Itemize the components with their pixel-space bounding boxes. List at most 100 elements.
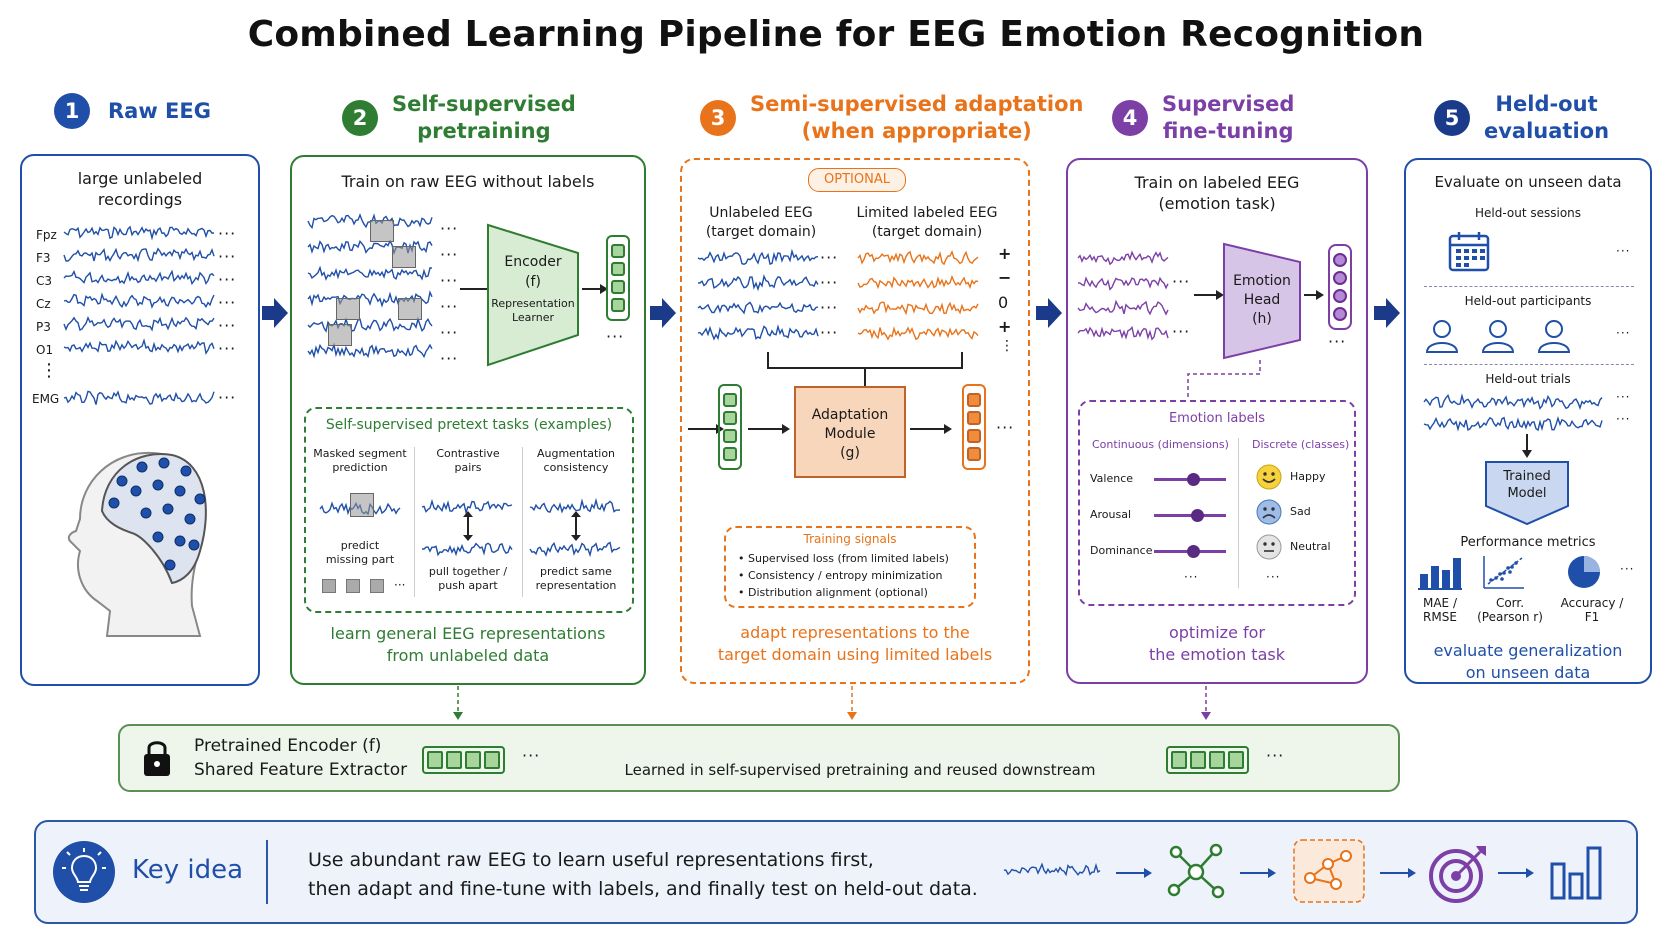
emotion-labels-title: Emotion labels	[1168, 411, 1266, 426]
pie-chart-icon	[1568, 556, 1600, 588]
stage-arrow-icon	[262, 298, 288, 328]
raw-eeg-traces	[63, 225, 215, 405]
adaptation-module-label: Adaptation Module (g)	[811, 407, 889, 461]
double-arrow-icon	[463, 511, 473, 541]
shared-encoder-bar: Pretrained Encoder (f) Shared Feature Ex…	[118, 724, 1400, 792]
stage-header-5: 5 Held-out evaluation	[1434, 91, 1609, 145]
augmentation-traces	[529, 497, 621, 558]
encoder-title: Encoder	[504, 254, 562, 270]
arrow-icon	[1194, 290, 1224, 300]
slider-knob	[1187, 545, 1201, 558]
eeg-trace-line	[63, 315, 215, 332]
feature-vector-horizontal	[1166, 746, 1249, 774]
adapted-vector	[962, 384, 986, 470]
dimension-slider	[1154, 509, 1226, 522]
eeg-trace-line	[1077, 276, 1169, 291]
ellipsis: ···	[1616, 326, 1631, 340]
shared-encoder-note: Learned in self-supervised pretraining a…	[624, 761, 1096, 779]
eeg-trace-line	[1077, 325, 1169, 341]
eval-footer: evaluate generalization on unseen data	[1433, 641, 1623, 682]
class-label: Neutral	[1290, 540, 1331, 553]
ellipsis: ···	[1616, 244, 1631, 258]
class-label: Sad	[1290, 505, 1311, 518]
head-eeg-cap-icon	[67, 451, 207, 637]
eeg-trace-line	[1077, 250, 1169, 266]
eeg-trace-line	[63, 269, 215, 286]
training-signal-item: • Consistency / entropy minimization	[738, 569, 943, 582]
eeg-trace-line	[63, 225, 215, 241]
key-idea-label: Key idea	[132, 855, 244, 885]
ellipsis: ···	[440, 245, 459, 264]
ellipsis: ···	[218, 316, 237, 335]
label-sign-more: ⋮	[1000, 338, 1014, 354]
stage-title-5: Held-out evaluation	[1484, 92, 1610, 143]
stage-arrow-icon	[1036, 298, 1062, 328]
class-label: Happy	[1290, 470, 1326, 483]
held-out-sessions-label: Held-out sessions	[1474, 206, 1582, 220]
mask-box	[328, 324, 352, 346]
metric-label: Corr. (Pearson r)	[1477, 596, 1543, 624]
happy-face-icon	[1256, 464, 1282, 490]
adaptation-module	[794, 386, 906, 478]
stage-title-4: Supervised fine-tuning	[1162, 92, 1295, 143]
mask-box	[370, 220, 394, 242]
person-icon	[1537, 320, 1571, 353]
metric-label: MAE / RMSE	[1422, 596, 1457, 624]
task-name: Augmentation consistency	[536, 447, 616, 474]
dashed-down-arrow-icon	[847, 686, 857, 720]
dashed-down-arrow-icon	[453, 686, 463, 720]
eeg-trace-line	[422, 542, 513, 557]
dashed-connector	[1187, 360, 1261, 398]
lightbulb-icon	[53, 841, 115, 903]
continuous-header: Continuous (dimensions)	[1092, 438, 1229, 451]
stage-title-1: Raw EEG	[108, 98, 211, 123]
encoder-f: (f)	[525, 274, 541, 290]
ellipsis: ···	[1328, 332, 1347, 351]
dashed-down-arrow-icon	[1201, 686, 1211, 720]
stage-number-5: 5	[1434, 100, 1470, 136]
slider-knob	[1187, 473, 1201, 486]
sup-top-caption: Train on labeled EEG (emotion task)	[1134, 173, 1300, 213]
neutral-face-icon	[1256, 534, 1282, 560]
sad-face-icon	[1256, 499, 1282, 525]
diagram-title: Combined Learning Pipeline for EEG Emoti…	[247, 14, 1425, 55]
optional-badge: OPTIONAL	[808, 168, 906, 192]
person-icon	[1425, 320, 1459, 353]
stage-number-1: 1	[54, 93, 90, 129]
training-signals-title: Training signals	[803, 532, 897, 546]
feature-vector	[606, 235, 630, 321]
ellipsis: ···	[218, 270, 237, 289]
feature-vector	[718, 384, 742, 470]
labeled-traces-purple	[1077, 250, 1169, 341]
evaluation-panel: Evaluate on unseen data Held-out session…	[1404, 158, 1652, 684]
mask-box	[398, 298, 422, 320]
held-out-participants-label: Held-out participants	[1464, 294, 1592, 308]
slider-knob	[1190, 509, 1204, 522]
mask-box	[350, 493, 374, 517]
arrow-icon	[1116, 868, 1152, 878]
ellipsis: ···	[440, 219, 459, 238]
arrow-icon	[1380, 868, 1416, 878]
contrastive-traces	[421, 498, 513, 557]
calendar-icon	[1448, 232, 1490, 272]
ellipsis: ···	[1172, 322, 1191, 341]
discrete-header: Discrete (classes)	[1252, 438, 1350, 451]
ellipsis: ···	[996, 418, 1015, 437]
label-sign: 0	[998, 293, 1009, 312]
ellipsis: ···	[606, 327, 625, 346]
ellipsis: ···	[218, 293, 237, 312]
channel-label-emg: EMG	[32, 392, 60, 406]
eeg-trace-line	[697, 274, 819, 292]
task-caption: pull together / push apart	[428, 565, 508, 592]
trained-model-label: Trained Model	[1503, 469, 1551, 501]
eeg-trace-line	[421, 498, 513, 515]
stage-header-3: 3 Semi-supervised adaptation (when appro…	[700, 91, 1083, 145]
ellipsis: ···	[218, 247, 237, 266]
eeg-trace-line	[697, 301, 819, 315]
key-idea-text: Use abundant raw EEG to learn useful rep…	[308, 849, 978, 900]
ellipsis: ···	[1172, 272, 1191, 291]
eeg-trace-line	[63, 292, 215, 309]
dimension-label: Valence	[1090, 472, 1134, 485]
ellipsis: ···	[820, 248, 839, 267]
arrow-icon	[1304, 290, 1324, 300]
